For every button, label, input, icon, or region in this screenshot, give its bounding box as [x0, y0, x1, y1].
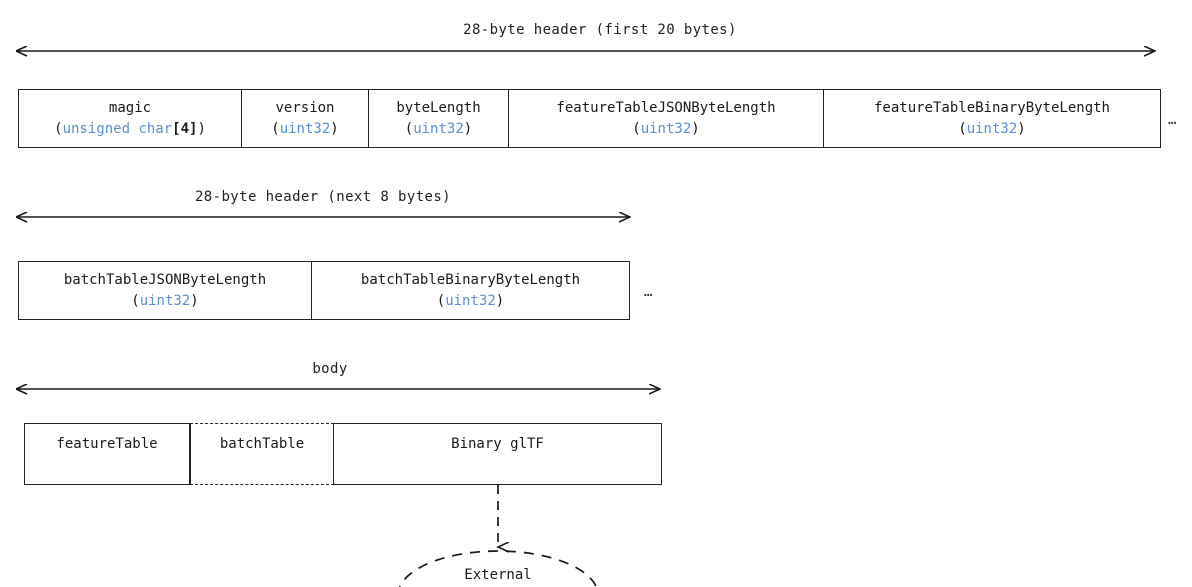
field-name: batchTable — [219, 436, 305, 452]
caption-body: body — [312, 361, 348, 377]
field-type: (uint32) — [271, 120, 339, 137]
field-name: version — [275, 100, 335, 117]
field-type: (uint32) — [131, 292, 199, 309]
body-cell-feature-table[interactable]: featureTable — [24, 423, 190, 485]
external-connector-and-node — [398, 485, 598, 587]
external-node-label: External — [464, 567, 532, 583]
continuation-ellipsis-row-1: … — [1168, 112, 1177, 128]
field-type: (uint32) — [404, 120, 473, 137]
field-name: Binary glTF — [451, 436, 544, 452]
measure-arrow-header-next-8 — [0, 204, 700, 232]
field-cell[interactable]: byteLength (uint32) — [369, 89, 509, 148]
body-row-strip: featureTable batchTable Binary glTF — [24, 423, 662, 485]
continuation-ellipsis-row-2: … — [644, 284, 653, 300]
field-name: featureTable — [56, 436, 158, 452]
field-cell[interactable]: batchTableBinaryByteLength (uint32) — [312, 261, 630, 320]
caption-header-next-8: 28-byte header (next 8 bytes) — [194, 189, 452, 205]
field-cell[interactable]: magic (unsigned char[4]) — [18, 89, 242, 148]
field-cell[interactable]: batchTableJSONByteLength (uint32) — [18, 261, 312, 320]
field-cell[interactable]: version (uint32) — [242, 89, 369, 148]
field-name: featureTableBinaryByteLength — [873, 100, 1110, 117]
field-name: batchTableBinaryByteLength — [360, 272, 581, 289]
measure-arrow-header-first-20 — [0, 38, 1192, 66]
field-name: byteLength — [396, 100, 481, 117]
header-row-2-strip: batchTableJSONByteLength (uint32) batchT… — [18, 261, 630, 320]
external-node-ellipse — [398, 550, 598, 587]
field-cell[interactable]: featureTableJSONByteLength (uint32) — [509, 89, 824, 148]
body-cell-batch-table[interactable]: batchTable — [190, 423, 334, 485]
caption-header-first-20: 28-byte header (first 20 bytes) — [463, 22, 737, 38]
field-name: featureTableJSONByteLength — [556, 100, 776, 117]
field-type: (uint32) — [958, 120, 1026, 137]
field-cell[interactable]: featureTableBinaryByteLength (uint32) — [824, 89, 1161, 148]
measure-arrow-body — [0, 376, 700, 404]
field-name: magic — [108, 100, 152, 117]
body-cell-binary-gltf[interactable]: Binary glTF — [334, 423, 662, 485]
field-type: (uint32) — [436, 292, 505, 309]
field-type: (unsigned char[4]) — [54, 120, 206, 137]
field-type: (uint32) — [632, 120, 700, 137]
field-name: batchTableJSONByteLength — [63, 272, 267, 289]
header-row-1-strip: magic (unsigned char[4]) version (uint32… — [18, 89, 1161, 148]
